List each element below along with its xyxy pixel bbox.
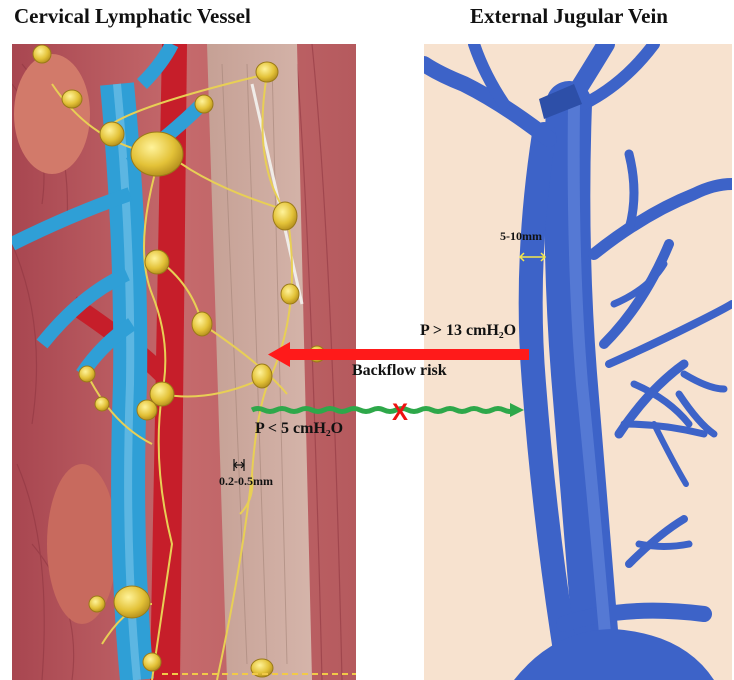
- vein-diameter-marker: [520, 253, 545, 261]
- backflow-risk-label: Backflow risk: [352, 362, 447, 380]
- high-pressure-label: P > 13 cmH₂O: [420, 322, 516, 340]
- blocked-mark: X: [392, 399, 408, 426]
- lymph-diameter-marker: [234, 459, 244, 471]
- lymph-diameter-label: 0.2-0.5mm: [219, 474, 273, 489]
- low-pressure-label: P < 5 cmH₂O: [255, 420, 343, 438]
- vein-diameter-label: 5-10mm: [500, 229, 542, 244]
- lymph-flow-arrow: [252, 403, 524, 417]
